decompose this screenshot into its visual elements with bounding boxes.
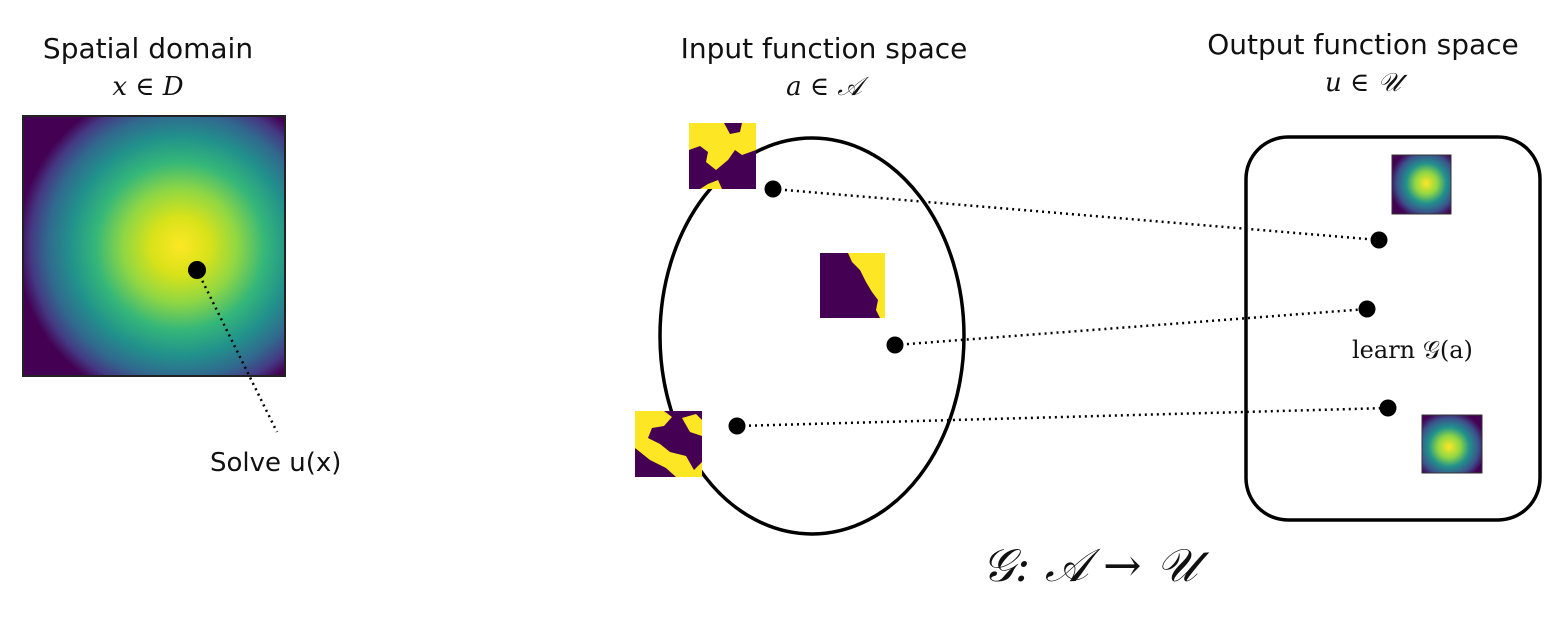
mapping-line-3 bbox=[737, 408, 1388, 426]
input-sample-1-thumbnail bbox=[689, 123, 756, 189]
input-point-3 bbox=[729, 418, 746, 435]
output-sample-2-thumbnail bbox=[1422, 415, 1482, 473]
spatial-domain-field bbox=[23, 116, 285, 376]
input-sample-2-thumbnail bbox=[820, 253, 885, 318]
output-point-3 bbox=[1380, 400, 1397, 417]
output-point-1 bbox=[1371, 232, 1388, 249]
output-sample-1-thumbnail bbox=[1392, 155, 1451, 214]
input-sample-3-thumbnail bbox=[635, 411, 702, 477]
mapping-line-2 bbox=[895, 309, 1367, 345]
input-point-1 bbox=[765, 181, 782, 198]
mapping-line-1 bbox=[773, 189, 1379, 240]
input-space-ellipse bbox=[660, 138, 964, 534]
input-point-2 bbox=[887, 337, 904, 354]
output-point-2 bbox=[1359, 301, 1376, 318]
